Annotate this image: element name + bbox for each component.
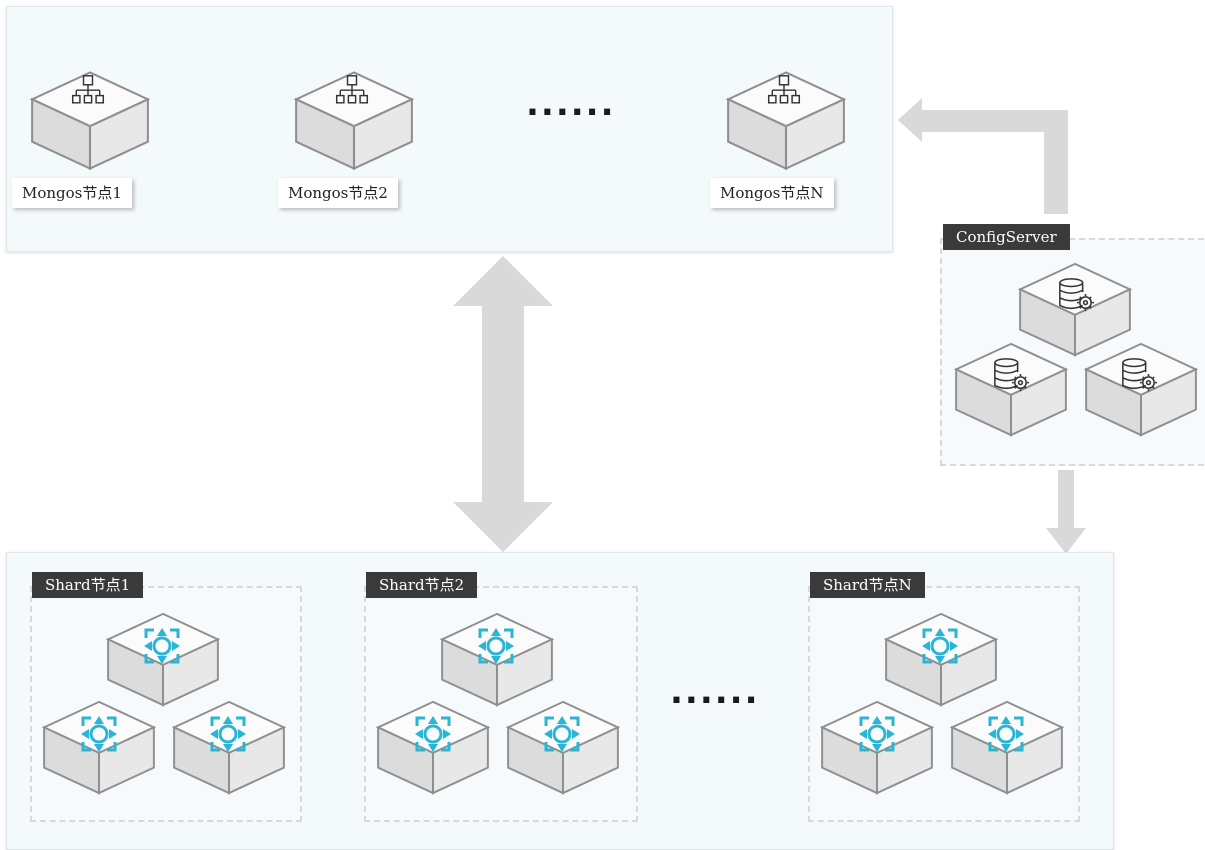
mongos-node-label: Mongos节点2 — [278, 178, 398, 208]
database-gear-icon — [1057, 276, 1095, 314]
shard-ellipsis: ...... — [670, 672, 760, 712]
mongos-node-label: Mongos节点N — [710, 178, 834, 208]
shard-icon — [857, 714, 897, 754]
shard-icon — [413, 714, 453, 754]
shard-group-title: Shard节点N — [810, 572, 925, 598]
config-to-shard-arrow — [1046, 470, 1086, 554]
shard-icon — [542, 714, 582, 754]
config-server-title: ConfigServer — [943, 224, 1070, 250]
mongos-node-label: Mongos节点1 — [12, 178, 132, 208]
shard-icon — [208, 714, 248, 754]
mongos-ellipsis: ...... — [526, 84, 616, 124]
shard-group-title: Shard节点2 — [366, 572, 478, 598]
mongos-shard-double-arrow — [453, 256, 553, 552]
hierarchy-icon — [70, 74, 106, 110]
shard-icon — [920, 626, 960, 666]
database-gear-icon — [992, 356, 1030, 394]
database-gear-icon — [1120, 356, 1158, 394]
shard-group-title: Shard节点1 — [32, 572, 144, 598]
shard-icon — [142, 626, 182, 666]
hierarchy-icon — [766, 74, 802, 110]
shard-icon — [79, 714, 119, 754]
hierarchy-icon — [334, 74, 370, 110]
shard-icon — [986, 714, 1026, 754]
shard-icon — [476, 626, 516, 666]
config-to-mongos-arrow — [898, 98, 1068, 214]
